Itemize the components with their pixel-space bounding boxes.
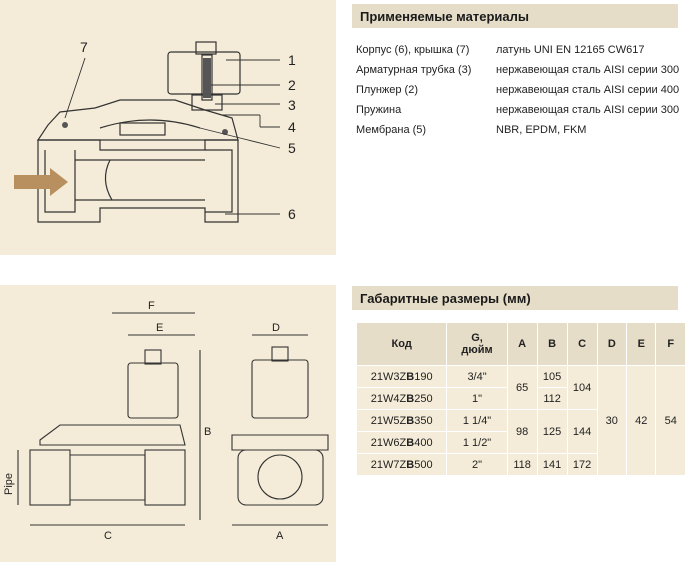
cell-d: 30 <box>596 365 628 476</box>
callout-2: 2 <box>288 77 296 93</box>
col-header-f: F <box>655 322 686 366</box>
dimension-views-drawing: F E D B C A Pipe <box>3 300 329 542</box>
callout-4: 4 <box>288 119 296 135</box>
material-value: нержавеющая сталь AISI серии 300 <box>496 104 680 116</box>
col-header-d: D <box>596 322 628 366</box>
table-row: 21W6ZB400 1 1/2" <box>355 431 686 454</box>
cell-c: 104 <box>566 365 598 410</box>
dim-label-a: A <box>276 530 284 542</box>
g-header-line2: дюйм <box>461 344 493 356</box>
callout-7: 7 <box>80 39 88 55</box>
dim-label-pipe: Pipe <box>3 473 15 495</box>
cell-code: 21W7ZB500 <box>355 453 448 476</box>
dim-label-c: C <box>104 530 112 542</box>
material-value: латунь UNI EN 12165 CW617 <box>496 44 645 56</box>
cell-code: 21W3ZB190 <box>355 365 448 388</box>
cell-code: 21W5ZB350 <box>355 409 448 432</box>
dimensions-title: Габаритные размеры (мм) <box>352 286 678 310</box>
cell-b: 141 <box>536 453 568 476</box>
col-header-g: G, дюйм <box>446 322 508 366</box>
callout-5: 5 <box>288 140 296 156</box>
col-header-b: B <box>536 322 568 366</box>
material-part: Мембрана (5) <box>356 124 427 136</box>
cell-c: 144 <box>566 409 598 454</box>
cell-g: 1 1/2" <box>446 431 508 454</box>
callout-3: 3 <box>288 97 296 113</box>
dim-label-f: F <box>148 300 155 312</box>
dim-label-d: D <box>272 322 280 334</box>
callout-1: 1 <box>288 52 296 68</box>
materials-title: Применяемые материалы <box>352 4 678 28</box>
cell-a: 118 <box>506 453 538 476</box>
cell-g: 1 1/4" <box>446 409 508 432</box>
materials-row: Плунжер (2) нержавеющая сталь AISI серии… <box>356 80 686 100</box>
cell-code: 21W6ZB400 <box>355 431 448 454</box>
dimensions-table: Код G, дюйм A B C D E F 21W3ZB190 3/4" 6… <box>355 322 686 476</box>
cell-g: 2" <box>446 453 508 476</box>
valve-cross-section-drawing: 1 2 3 4 5 6 7 <box>14 39 296 223</box>
cell-a: 98 <box>506 409 538 454</box>
cell-f: 54 <box>655 365 686 476</box>
materials-list: Корпус (6), крышка (7) латунь UNI EN 121… <box>356 40 686 140</box>
material-value: NBR, EPDM, FKM <box>496 124 587 136</box>
flow-arrow-icon <box>14 168 68 196</box>
callout-6: 6 <box>288 206 296 222</box>
cell-b: 105 <box>536 365 568 388</box>
col-header-a: A <box>506 322 538 366</box>
col-header-e: E <box>626 322 657 366</box>
dimension-drawing-panel: F E D B C A Pipe <box>0 285 336 562</box>
material-part: Корпус (6), крышка (7) <box>356 44 470 56</box>
materials-row: Корпус (6), крышка (7) латунь UNI EN 121… <box>356 40 686 60</box>
cell-g: 3/4" <box>446 365 508 388</box>
table-row: 21W7ZB500 2" 118 141 172 <box>355 453 686 476</box>
col-header-c: C <box>566 322 598 366</box>
cell-code: 21W4ZB250 <box>355 387 448 410</box>
materials-row: Мембрана (5) NBR, EPDM, FKM <box>356 120 686 140</box>
cell-g: 1" <box>446 387 508 410</box>
cell-c: 172 <box>566 453 598 476</box>
table-header-row: Код G, дюйм A B C D E F <box>355 322 686 366</box>
dim-label-e: E <box>156 322 163 334</box>
cell-b: 112 <box>536 387 568 410</box>
cross-section-panel: 1 2 3 4 5 6 7 <box>0 0 336 255</box>
cell-a: 65 <box>506 365 538 410</box>
material-part: Пружина <box>356 104 402 116</box>
cell-b: 125 <box>536 409 568 454</box>
material-part: Плунжер (2) <box>356 84 418 96</box>
material-part: Арматурная трубка (3) <box>356 64 472 76</box>
cell-e: 42 <box>626 365 657 476</box>
material-value: нержавеющая сталь AISI серии 400 <box>496 84 680 96</box>
table-row: 21W3ZB190 3/4" 65 105 104 30 42 54 <box>355 365 686 476</box>
materials-row: Арматурная трубка (3) нержавеющая сталь … <box>356 60 686 80</box>
g-header-line1: G, <box>471 332 483 344</box>
materials-row: Пружина нержавеющая сталь AISI серии 300 <box>356 100 686 120</box>
col-header-code: Код <box>355 322 448 366</box>
material-value: нержавеющая сталь AISI серии 300 <box>496 64 680 76</box>
dim-label-b: B <box>204 426 211 438</box>
